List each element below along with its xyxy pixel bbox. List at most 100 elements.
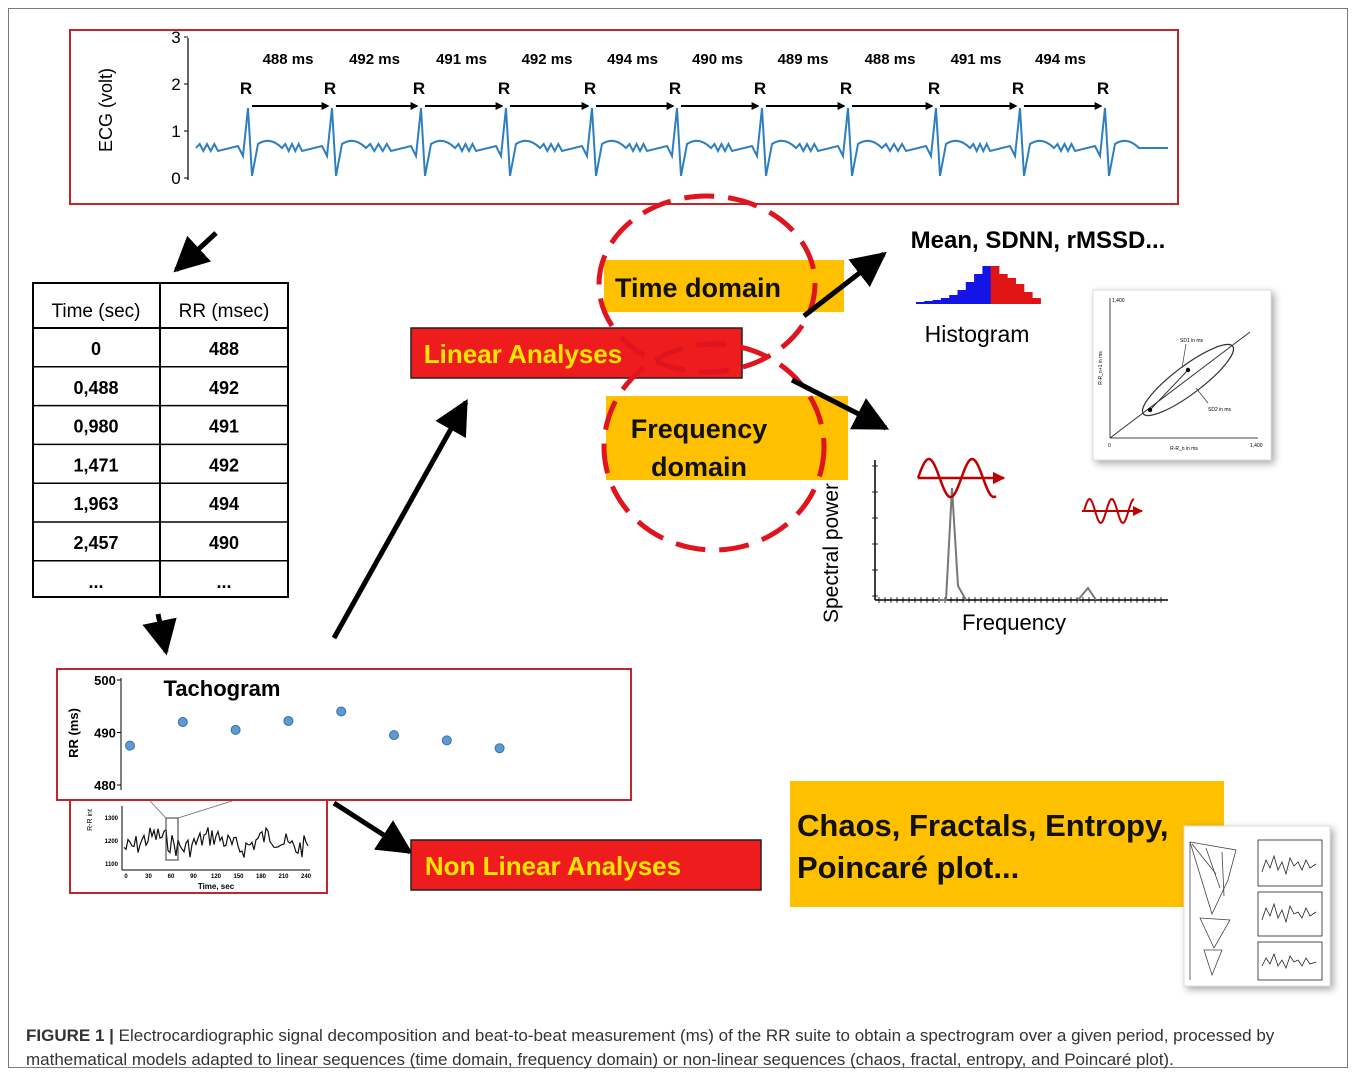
poincare-point [1185,367,1191,373]
histogram-bar [932,300,942,304]
histogram-bar [1032,298,1041,304]
rr-series-zoom-line-left [149,800,167,819]
tachogram-point [283,715,294,726]
poincare-ellipse [1141,343,1235,417]
ecg-r-label: R [584,79,596,98]
rr-series-xlabel: Time, sec [198,882,235,891]
rr-table-cell-rr: 492 [209,378,239,398]
arrow-to-spectrum [790,377,890,431]
ecg-rr-interval: 494 ms [1035,51,1086,68]
rr-table-cell-time: 2,457 [73,533,118,553]
tachogram-y-tick-label: 490 [94,726,116,741]
rr-series-x-tick-label: 60 [168,874,175,880]
nonlinear-metrics-line-2: Poincaré plot... [797,850,1019,885]
rr-table-cell-time: 1,963 [73,494,118,514]
rr-table-header-rr: RR (msec) [179,301,270,322]
ecg-rr-interval: 490 ms [692,51,743,68]
ecg-y-tick-label: 1 [171,122,180,141]
time-metrics-label: Mean, SDNN, rMSSD... [911,227,1166,254]
nonlinear-analyses-label: Non Linear Analyses [425,851,681,881]
ecg-r-label: R [754,79,766,98]
ecg-rr-interval: 494 ms [607,51,658,68]
poincare-sd1-leader [1181,343,1187,369]
nonlinear-analyses-box [410,839,762,891]
ecg-ylabel: ECG (volt) [96,68,116,152]
tachogram-point [125,740,135,751]
ecg-r-label: R [669,79,681,98]
ecg-r-label: R [498,79,510,98]
arrow-to-nonlinear [332,800,413,855]
spectrum-chart: Spectral power Frequency [820,457,1168,635]
histogram-chart [916,266,1041,304]
time-domain-highlight-circle [596,193,818,375]
ecg-rr-interval: 488 ms [865,51,916,68]
rr-series-y-tick-label: 1100 [105,862,119,868]
tachogram-point [177,717,188,727]
poincare-xlabel: R-R_n in ms [1170,446,1198,452]
fractal-thumbnail-frame [1183,825,1331,987]
caption-text: Electrocardiographic signal decompositio… [26,1026,1275,1069]
ecg-rr-interval: 489 ms [778,51,829,68]
rr-series-x-tick-label: 0 [124,874,128,880]
spectrum-peak-high [1077,586,1097,601]
ecg-rr-interval: 491 ms [951,51,1002,68]
ecg-r-label: R [324,79,336,98]
poincare-sd1-line [1149,369,1189,411]
rr-series-x-tick-label: 180 [256,874,267,880]
frequency-domain-label-2: domain [651,452,747,482]
poincare-sd2-leader [1195,387,1209,404]
fractal-tree-drawing [1189,841,1237,980]
rr-series-zoom-line-right [177,800,233,819]
rr-series-line [123,826,309,858]
tachogram-point [336,706,347,717]
poincare-ylabel: R-R_n+1 in ms [1098,351,1104,385]
rr-series-y-tick-label: 1300 [105,816,119,822]
poincare-plot: SD1 in ms SD2 in ms 1,400 1,400 0 R-R_n … [1092,289,1272,461]
spectrum-axis-ticks [872,465,1162,603]
arrow-ecg-to-table [173,231,218,273]
rr-table-cell-time: ... [88,572,103,592]
histogram-bar [974,274,983,304]
fractal-thumbnail [1183,825,1331,987]
rr-table-cell-time: 1,471 [73,455,118,475]
tachogram-point [494,743,505,754]
tachogram-points [125,706,505,754]
tachogram-frame [56,668,632,801]
frequency-domain-label-1: Frequency [631,414,768,444]
rr-series-x-tick-label: 210 [278,874,289,880]
frequency-label: Frequency [962,610,1066,635]
nonlinear-metrics-line-1: Chaos, Fractals, Entropy, [797,808,1169,843]
ecg-y-tick-label: 3 [171,28,180,47]
tachogram-point [389,730,399,741]
rr-series-frame [69,799,328,894]
histogram-bar [965,282,975,304]
ecg-r-label: R [928,79,940,98]
poincare-sd1-label: SD1 in ms [1180,338,1204,344]
poincare-frame [1092,289,1272,461]
figure-border [8,8,1348,1068]
spectral-power-label: Spectral power [820,483,843,623]
histogram-bar [949,295,958,304]
rr-series-y-tick-label: 1200 [105,839,119,845]
nonlinear-metrics-box [790,781,1224,907]
rr-table-cell-time: 0,980 [73,417,118,437]
histogram-bar [982,266,992,304]
rr-table-cell-rr: 494 [209,494,239,514]
poincare-x-max: 1,400 [1250,443,1263,449]
tachogram-point [441,735,452,746]
rr-series-x-tick-label: 240 [301,874,312,880]
tachogram-title: Tachogram [164,676,281,701]
poincare-sd2-label: SD2 in ms [1208,407,1232,413]
frequency-domain-highlight-circle [601,341,827,553]
tachogram-point [230,724,241,735]
tachogram-ylabel: RR (ms) [66,708,81,758]
